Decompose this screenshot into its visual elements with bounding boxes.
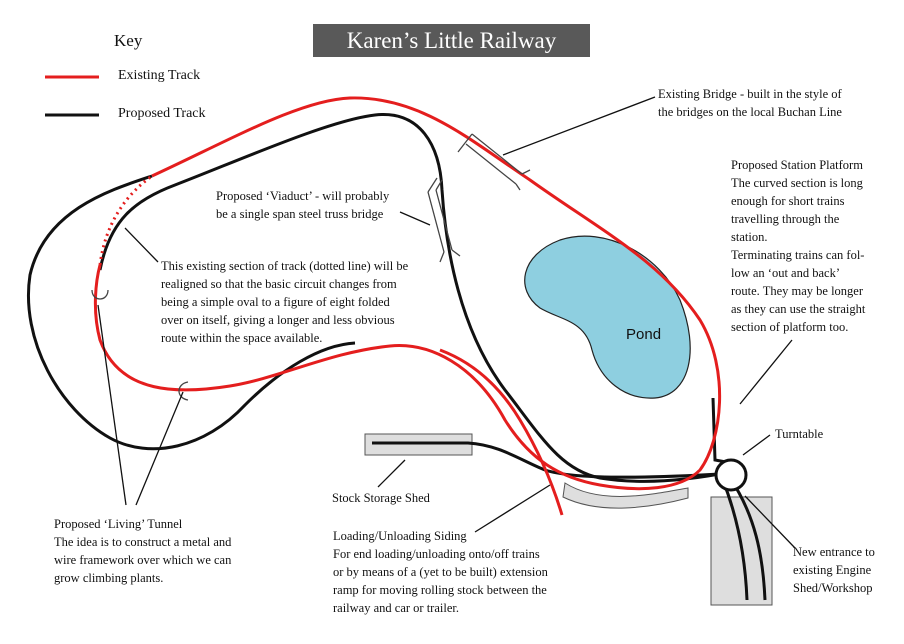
tunnel-arch-left xyxy=(91,289,109,300)
existing-bridge xyxy=(457,133,531,191)
stock-shed-label: Stock Storage Shed xyxy=(332,491,430,505)
tunnel-arch-bottom xyxy=(178,381,189,401)
existing-track-main-loop xyxy=(93,96,722,491)
diagram-title: Karen’s Little Railway xyxy=(313,24,590,57)
pond xyxy=(524,235,691,399)
turntable-label: Turntable xyxy=(775,427,824,441)
engine-shed xyxy=(710,496,773,606)
leader-lines xyxy=(97,96,796,549)
proposed-track-siding-link xyxy=(372,441,721,479)
turntable xyxy=(714,458,748,492)
tunnel-label: Proposed ‘Living’ Tunnel The idea is to … xyxy=(54,517,232,585)
viaduct-label: Proposed ‘Viaduct’ - will probably be a … xyxy=(216,189,390,221)
key-existing-label: Existing Track xyxy=(118,68,201,83)
bridge-label: Existing Bridge - built in the style of … xyxy=(658,87,842,119)
station-platform xyxy=(562,482,689,509)
proposed-track-outer-left xyxy=(27,174,356,451)
pond-label: Pond xyxy=(626,326,662,343)
existing-track-loading-siding xyxy=(439,348,564,516)
engine-shed-label: New entrance to existing Engine Shed/Wor… xyxy=(793,545,875,595)
existing-track-dotted-section xyxy=(98,174,153,266)
proposed-viaduct xyxy=(427,177,461,263)
key-proposed-label: Proposed Track xyxy=(118,106,206,121)
station-platform-label: Proposed Station Platform The curved sec… xyxy=(731,158,866,334)
key-heading: Key xyxy=(114,31,143,50)
realign-note: This existing section of track (dotted l… xyxy=(161,259,409,345)
siding-label: Loading/Unloading Siding For end loading… xyxy=(333,529,548,615)
